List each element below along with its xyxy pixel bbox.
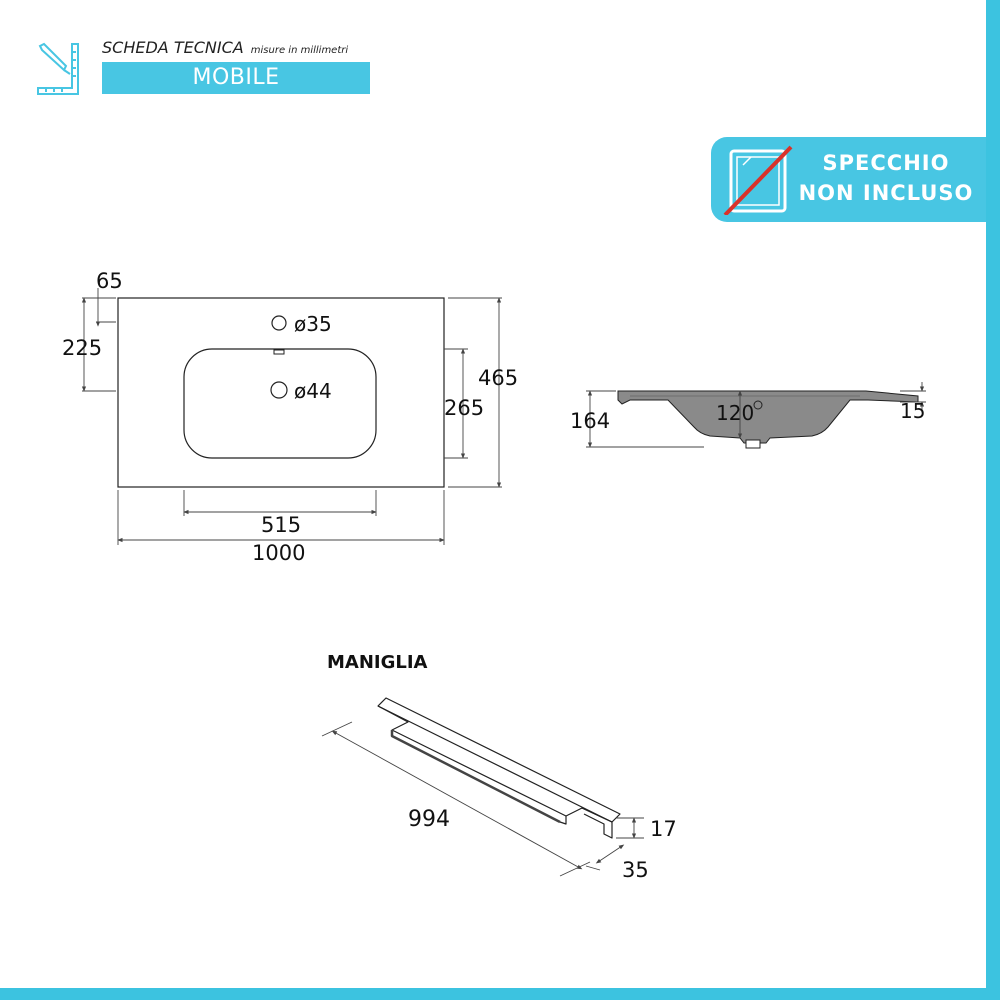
header-title: SCHEDA TECNICA misure in millimetri [102, 38, 348, 57]
dim-label-225: 225 [62, 336, 102, 360]
hole-label-44: ø44 [294, 379, 332, 403]
frame-bottom-stripe [0, 988, 1000, 1000]
dim-label-65: 65 [96, 269, 123, 293]
sink-section-view [617, 390, 919, 449]
section-dimensions [586, 382, 926, 448]
header-subtitle: misure in millimetri [250, 45, 349, 56]
mirror-not-included-badge: SPECCHIO NON INCLUSO [711, 137, 986, 222]
top-view-dimensions [81, 288, 502, 545]
badge-line-2: NON INCLUSO [798, 181, 974, 205]
sink-top-view [117, 297, 445, 488]
header: SCHEDA TECNICA misure in millimetri MOBI… [36, 38, 376, 98]
sink-outline [117, 297, 445, 488]
header-bar: MOBILE [102, 62, 370, 94]
handle-title: MANIGLIA [327, 652, 428, 673]
dim-label-120: 120 [716, 401, 754, 425]
ruler-pencil-icon [37, 42, 79, 95]
dim-label-994: 994 [408, 807, 450, 832]
overflow-slot [273, 349, 285, 355]
dim-label-465: 465 [478, 366, 518, 390]
badge-line-1: SPECCHIO [822, 151, 950, 175]
overflow-hole-section [753, 400, 763, 410]
dim-label-35-handle: 35 [622, 858, 649, 882]
drain-outlet [745, 439, 761, 449]
header-title-text: SCHEDA TECNICA [102, 38, 244, 57]
basin-outline [183, 348, 377, 459]
tap-hole [271, 315, 287, 331]
dim-label-15: 15 [900, 399, 925, 423]
mirror-crossed-icon [723, 145, 793, 215]
handle-dimensions [321, 721, 644, 877]
hole-label-35: ø35 [294, 312, 332, 336]
dim-label-164: 164 [570, 409, 610, 433]
section-profile [617, 390, 919, 444]
dim-label-1000: 1000 [252, 541, 305, 565]
dim-label-515: 515 [261, 513, 301, 537]
dim-label-265: 265 [444, 396, 484, 420]
dim-label-17: 17 [650, 817, 677, 841]
frame-right-stripe [986, 0, 1000, 1000]
drain-hole [270, 381, 288, 399]
